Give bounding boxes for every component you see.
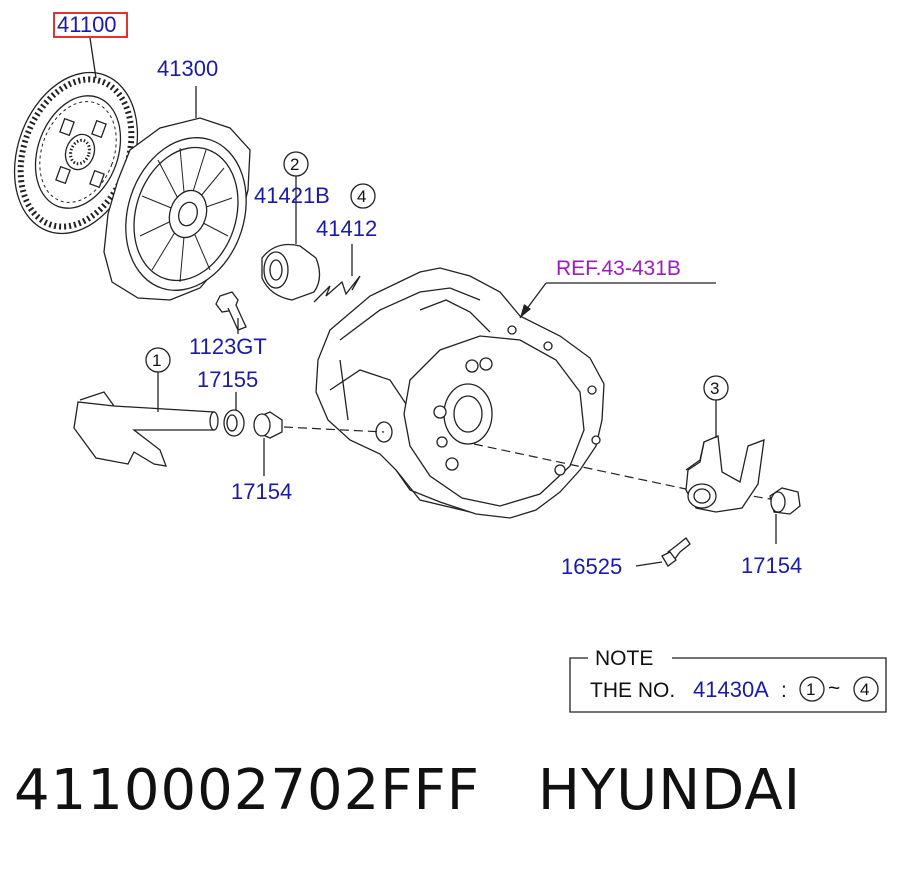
footer-part-number: 4110002702FFF [14, 758, 480, 823]
note-part-number[interactable]: 41430A [693, 677, 769, 702]
note-colon: : [781, 679, 787, 702]
bushing-17155[interactable] [223, 409, 245, 437]
callout-2-num: 2 [290, 155, 299, 174]
release-bearing[interactable] [261, 243, 321, 301]
bolt-1123gt[interactable] [215, 291, 247, 331]
centerline-left [283, 426, 385, 433]
callout-4-num: 4 [357, 187, 366, 206]
leader-16525 [635, 561, 663, 567]
centerline-right [473, 443, 701, 493]
label-17154-left[interactable]: 17154 [231, 479, 292, 504]
retainer-spring[interactable] [313, 275, 361, 303]
label-41412[interactable]: 41412 [316, 216, 377, 241]
release-fork-shaft[interactable] [73, 391, 219, 467]
callout-4 [350, 183, 376, 209]
label-17155[interactable]: 17155 [197, 367, 258, 392]
label-41100[interactable]: 41100 [57, 12, 117, 37]
label-16525[interactable]: 16525 [561, 554, 622, 579]
note-prefix: THE NO. [590, 679, 675, 702]
note-callout-4-num: 4 [860, 680, 869, 699]
label-17154-right[interactable]: 17154 [741, 553, 802, 578]
note-callout-1-num: 1 [806, 680, 815, 699]
callout-1-num: 1 [152, 351, 161, 370]
callout-1 [145, 347, 171, 373]
callout-2 [283, 151, 309, 177]
footer-caption: 4110002702FFF HYUNDAI [14, 758, 884, 848]
leader-41100 [89, 37, 97, 79]
label-41300[interactable]: 41300 [157, 56, 218, 81]
footer-brand: HYUNDAI [537, 758, 802, 823]
callout-3-num: 3 [710, 379, 719, 398]
note-title: NOTE [595, 647, 653, 670]
callout-3 [703, 375, 729, 401]
clutch-disc[interactable] [0, 55, 159, 251]
bushing-17154-left[interactable] [253, 411, 283, 439]
pressure-plate[interactable] [103, 117, 265, 306]
note-box: NOTE THE NO. 41430A : 1 ~ 4 [569, 647, 887, 713]
bushing-17154-right[interactable] [769, 487, 801, 515]
transmission-housing[interactable] [315, 267, 605, 519]
bolt-16525[interactable] [661, 537, 691, 567]
note-callout-4 [853, 676, 879, 702]
note-callout-1 [799, 676, 825, 702]
label-ref-43-431b[interactable]: REF.43-431B [556, 257, 681, 280]
highlight-box [53, 12, 128, 38]
ref-arrowhead [520, 304, 531, 318]
label-41421b[interactable]: 41421B [254, 183, 330, 208]
label-1123gt[interactable]: 1123GT [189, 334, 267, 359]
release-fork[interactable] [685, 435, 765, 513]
note-tilde: ~ [828, 677, 840, 700]
